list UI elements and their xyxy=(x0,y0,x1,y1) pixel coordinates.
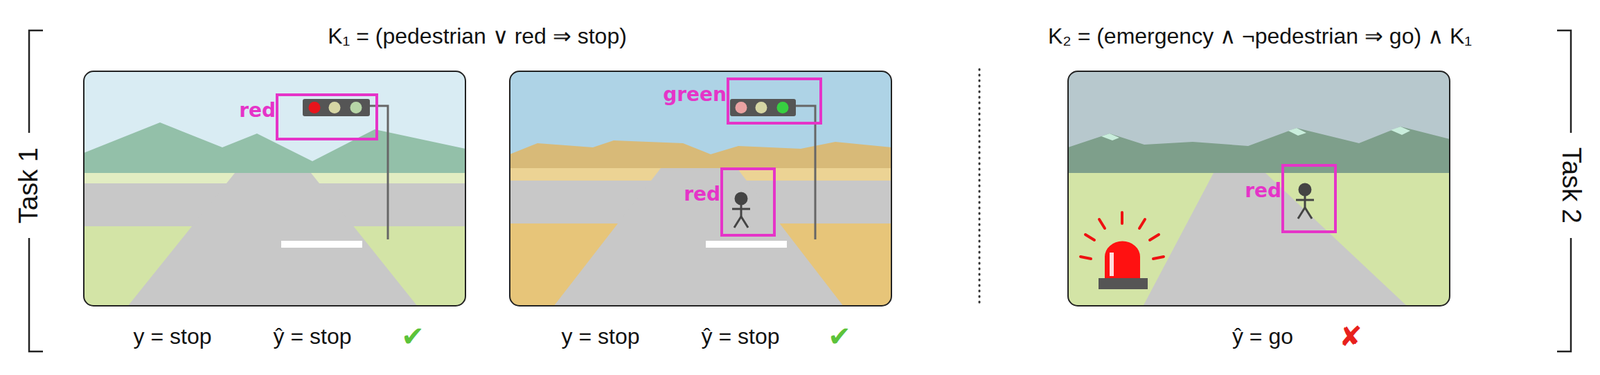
task-label: Task 2 xyxy=(1554,147,1587,224)
prediction: ŷ = go xyxy=(1232,323,1294,350)
check-mark: ✔ xyxy=(401,320,425,354)
ground-truth: y = stop xyxy=(561,323,640,350)
concept-label: red xyxy=(238,100,276,122)
scene-panel xyxy=(509,71,892,307)
knowledge-formula: K₂ = (emergency ∧ ¬pedestrian ⇒ go) ∧ K₁ xyxy=(1047,22,1472,50)
siren-icon xyxy=(1080,212,1164,290)
task-label: Task 1 xyxy=(13,147,46,224)
separator xyxy=(978,69,981,307)
task-bracket xyxy=(29,30,1571,352)
prediction: ŷ = stop xyxy=(701,323,780,350)
check-mark: ✔ xyxy=(827,320,852,354)
detection-box: red xyxy=(275,93,379,141)
scene-panel xyxy=(1068,71,1450,307)
prediction: ŷ = stop xyxy=(273,323,352,350)
cross-mark: ✘ xyxy=(1338,320,1363,354)
knowledge-formula: K₁ = (pedestrian ∨ red ⇒ stop) xyxy=(327,22,627,50)
detection-box: red xyxy=(1281,164,1337,234)
detection-box: red xyxy=(720,167,776,237)
detection-box: green xyxy=(726,77,823,125)
concept-label: green xyxy=(662,84,727,106)
concept-label: red xyxy=(683,184,721,206)
scene-panel xyxy=(83,71,466,307)
ground-truth: y = stop xyxy=(133,323,212,350)
concept-label: red xyxy=(1244,180,1282,203)
